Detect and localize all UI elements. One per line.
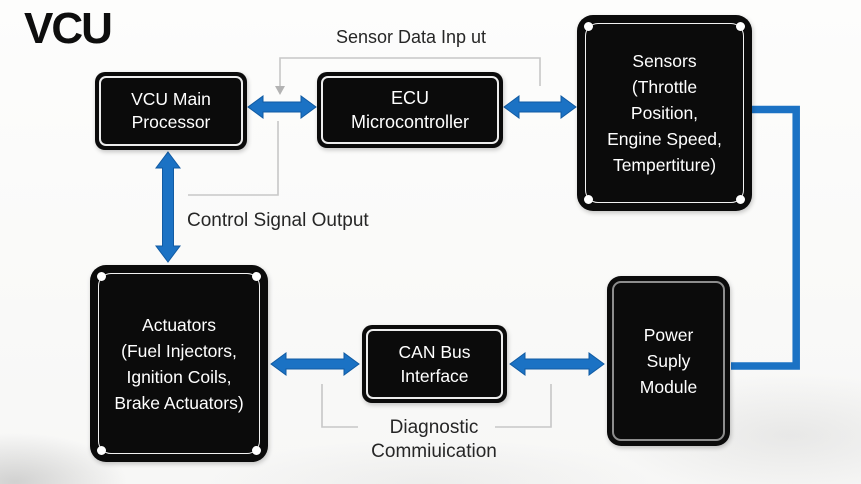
node-label: ECU Microcontroller	[350, 88, 470, 132]
screw-icon	[97, 446, 106, 455]
node-label: Power Suply Module	[639, 325, 698, 397]
node-label: CAN Bus Interface	[398, 342, 471, 386]
node-sensors: Sensors (Throttle Position, Engine Speed…	[577, 15, 752, 211]
node-power-supply-module: Power Suply Module	[607, 276, 730, 446]
screw-icon	[584, 195, 593, 204]
screw-icon	[252, 272, 261, 281]
arrow-actuators-canbus	[270, 352, 360, 376]
node-can-bus-interface: CAN Bus Interface	[362, 325, 507, 403]
callout-diagnostic-right-line	[495, 384, 552, 428]
screw-icon	[97, 272, 106, 281]
callout-sensor-data-line	[279, 57, 541, 87]
arrow-vcu-actuators	[155, 151, 181, 263]
edge-label-diagnostic-communication: Diagnostic Commiuication	[371, 417, 497, 462]
callout-arrowhead-icon	[275, 86, 285, 95]
screw-icon	[252, 446, 261, 455]
connector-sensors-power	[731, 105, 800, 370]
screw-icon	[584, 22, 593, 31]
arrow-ecu-sensors	[503, 95, 577, 119]
screw-icon	[736, 22, 745, 31]
node-label: Sensors (Throttle Position, Engine Speed…	[607, 51, 722, 175]
diagram-title: VCU	[24, 4, 113, 53]
arrow-vcu-ecu	[247, 95, 317, 119]
callout-diagnostic-left-line	[321, 384, 358, 428]
edge-label-control-signal-output: Control Signal Output	[187, 210, 369, 231]
screw-icon	[736, 195, 745, 204]
node-actuators: Actuators (Fuel Injectors, Ignition Coil…	[90, 265, 268, 462]
node-ecu-microcontroller: ECU Microcontroller	[317, 72, 503, 148]
node-label: Actuators (Fuel Injectors, Ignition Coil…	[114, 314, 244, 413]
callout-control-signal-line	[188, 121, 279, 196]
node-vcu-main-processor: VCU Main Processor	[95, 72, 247, 150]
arrow-canbus-power	[509, 352, 605, 376]
node-label: VCU Main Processor	[131, 89, 211, 132]
edge-label-sensor-data-input: Sensor Data Inp ut	[335, 27, 487, 47]
